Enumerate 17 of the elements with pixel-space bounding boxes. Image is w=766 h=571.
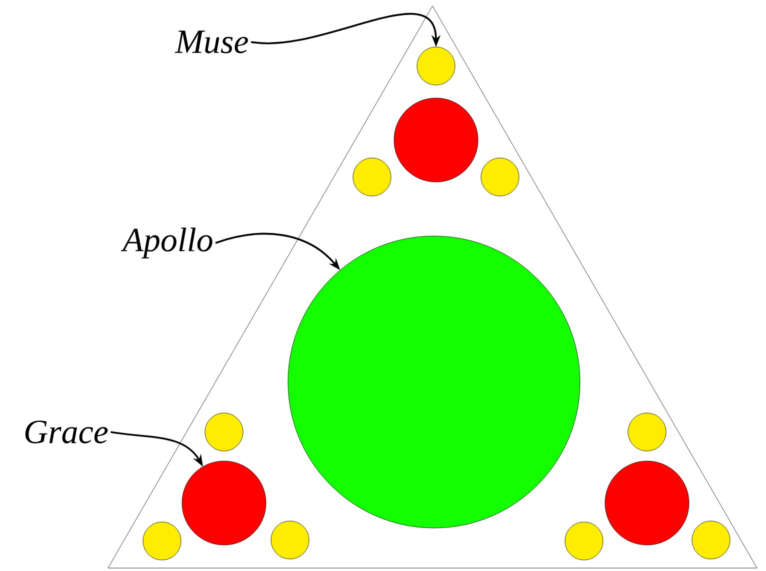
- circle: [142, 522, 182, 560]
- circle: [564, 522, 604, 560]
- circle: [416, 46, 456, 86]
- circle: [288, 236, 580, 528]
- callout-label: Grace: [25, 420, 108, 444]
- circle: [604, 460, 690, 546]
- circle: [692, 520, 730, 560]
- circle: [270, 520, 310, 560]
- callout-label: Apollo: [120, 228, 212, 258]
- circle: [628, 412, 666, 452]
- triangle: [108, 6, 758, 568]
- circle: [352, 158, 392, 196]
- circle: [204, 412, 244, 452]
- circle: [480, 158, 520, 196]
- circle: [182, 460, 266, 546]
- circle: [394, 98, 478, 182]
- callout-label: Muse: [174, 30, 248, 54]
